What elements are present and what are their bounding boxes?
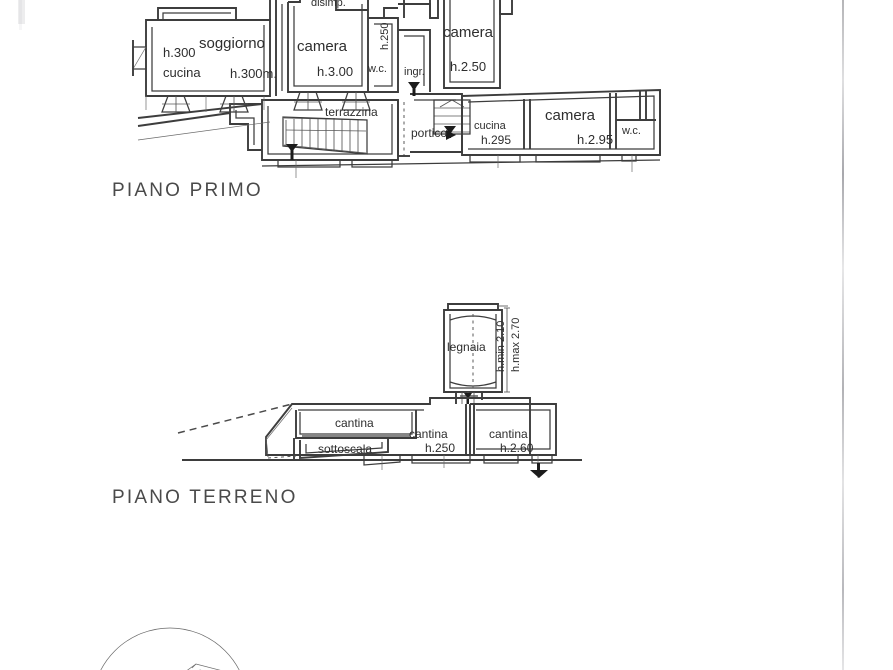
room-label-terrazzina: terrazzina (325, 105, 378, 119)
plan-caption-piano-terreno: PIANO TERRENO (112, 487, 298, 508)
plan-caption-piano-primo: PIANO PRIMO (112, 180, 263, 201)
room-height-cantina-right: h.2.60 (500, 441, 534, 455)
foundation-blocks (277, 155, 637, 168)
room-label-camera-center: camera (297, 38, 348, 55)
circular-seal-detail (100, 627, 240, 670)
room-label-cantina-upper: cantina (335, 416, 374, 430)
room-height-cucina-lower: h.295 (481, 133, 511, 147)
scan-artifact-vertical-streak (842, 0, 844, 670)
room-label-portico: portico (411, 126, 447, 140)
room-label-camera-right: camera (443, 24, 494, 41)
room-label-wc-upper: w.c. (367, 63, 387, 75)
room-height-cantina-mid: h.250 (425, 441, 455, 455)
scan-artifact-corner-speck-2 (19, 0, 22, 30)
dimension-h-max-legnaia: h.max 2.70 (510, 318, 522, 372)
room-label-cantina-right: cantina (489, 427, 528, 441)
room-label-sottoscala: sottoscala (318, 442, 372, 456)
piano-terreno-geometry (177, 303, 582, 478)
section-arrow-right (446, 130, 456, 140)
room-label-cantina-mid: cantina (409, 427, 448, 441)
room-height-camera-center: h.3.00 (317, 64, 353, 79)
room-label-wc-lower: w.c. (621, 125, 641, 137)
room-label-disimpegno: disimp. (311, 0, 346, 9)
room-height-camera-right: h.2.50 (450, 59, 486, 74)
room-label-camera-lower: camera (545, 107, 596, 124)
room-label-cucina-lower: cucina (474, 120, 507, 132)
room-height-camera-lower: h.2.95 (577, 132, 613, 147)
dimension-h-min-legnaia: h.min 2.10 (495, 321, 507, 372)
room-height-cucina-first-floor: h.300 (163, 45, 196, 60)
room-label-cucina-first-floor: cucina (163, 65, 201, 80)
scan-artifact-corner-speck (18, 0, 25, 24)
room-label-ingresso: ingr. (404, 66, 425, 78)
piano-primo-geometry (132, 0, 661, 178)
room-label-soggiorno: soggiorno (199, 35, 265, 52)
room-height-wc-upper: h.250 (379, 22, 391, 50)
room-label-legnaia: legnaia (447, 340, 486, 354)
base-plinths (161, 91, 371, 113)
section-arrow (286, 144, 298, 160)
room-height-soggiorno: h.300m. (230, 66, 277, 81)
section-arrow-down (530, 463, 548, 478)
